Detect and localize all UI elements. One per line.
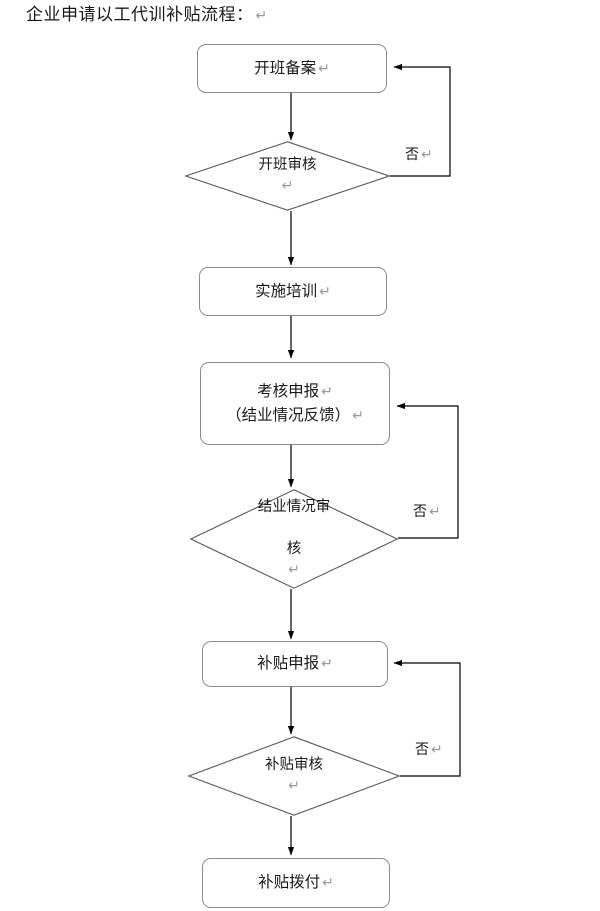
node-butiebofu[interactable]: 补贴拨付↵ [202,858,390,908]
node-kaoheshenbao-label-line1: 考核申报↵ [257,381,333,400]
page-title: 企业申请以工代训补贴流程：↵ [26,2,268,29]
diamond-shape-butieshenhe [187,736,401,816]
node-butieshenbao[interactable]: 补贴申报↵ [202,641,388,687]
node-butiebofu-label: 补贴拨付↵ [258,873,334,891]
edge-label-butieshenhe-no: 否↵ [415,742,443,758]
node-kaibanbeian-label: 开班备案↵ [254,58,330,77]
node-kaibanshenhe-label: 开班审核↵ [258,157,317,194]
node-kaoheshenbao[interactable]: 考核申报↵ （结业情况反馈）↵ [200,362,390,445]
pilcrow-mark: ↵ [255,8,268,24]
node-shishipeixun[interactable]: 实施培训↵ [199,267,387,316]
edge-label-kaibanshenhe-no: 否↵ [405,147,433,163]
node-jieyeqingkuangshenhe[interactable]: 结业情况审核↵ [189,489,399,589]
node-butieshenhe-label: 补贴审核↵ [265,757,323,794]
diamond-shape-kaibanshenhe [184,141,391,211]
node-kaibanbeian[interactable]: 开班备案↵ [197,44,387,93]
node-butieshenbao-label: 补贴申报↵ [257,654,333,672]
node-jieyeqingkuangshenhe-label: 结业情况审核↵ [257,499,331,578]
edge-label-jieyeqingkuangshenhe-no: 否↵ [413,504,441,520]
node-butieshenhe[interactable]: 补贴审核↵ [187,736,401,816]
node-shishipeixun-label: 实施培训↵ [255,281,331,300]
diamond-shape-jieyeqingkuangshenhe [189,489,399,589]
edge-butieshenhe-no-loop [393,659,461,777]
node-kaoheshenbao-label-line2: （结业情况反馈）↵ [226,405,364,424]
page-title-text: 企业申请以工代训补贴流程： [26,5,254,25]
node-kaibanshenhe[interactable]: 开班审核↵ [184,141,391,211]
